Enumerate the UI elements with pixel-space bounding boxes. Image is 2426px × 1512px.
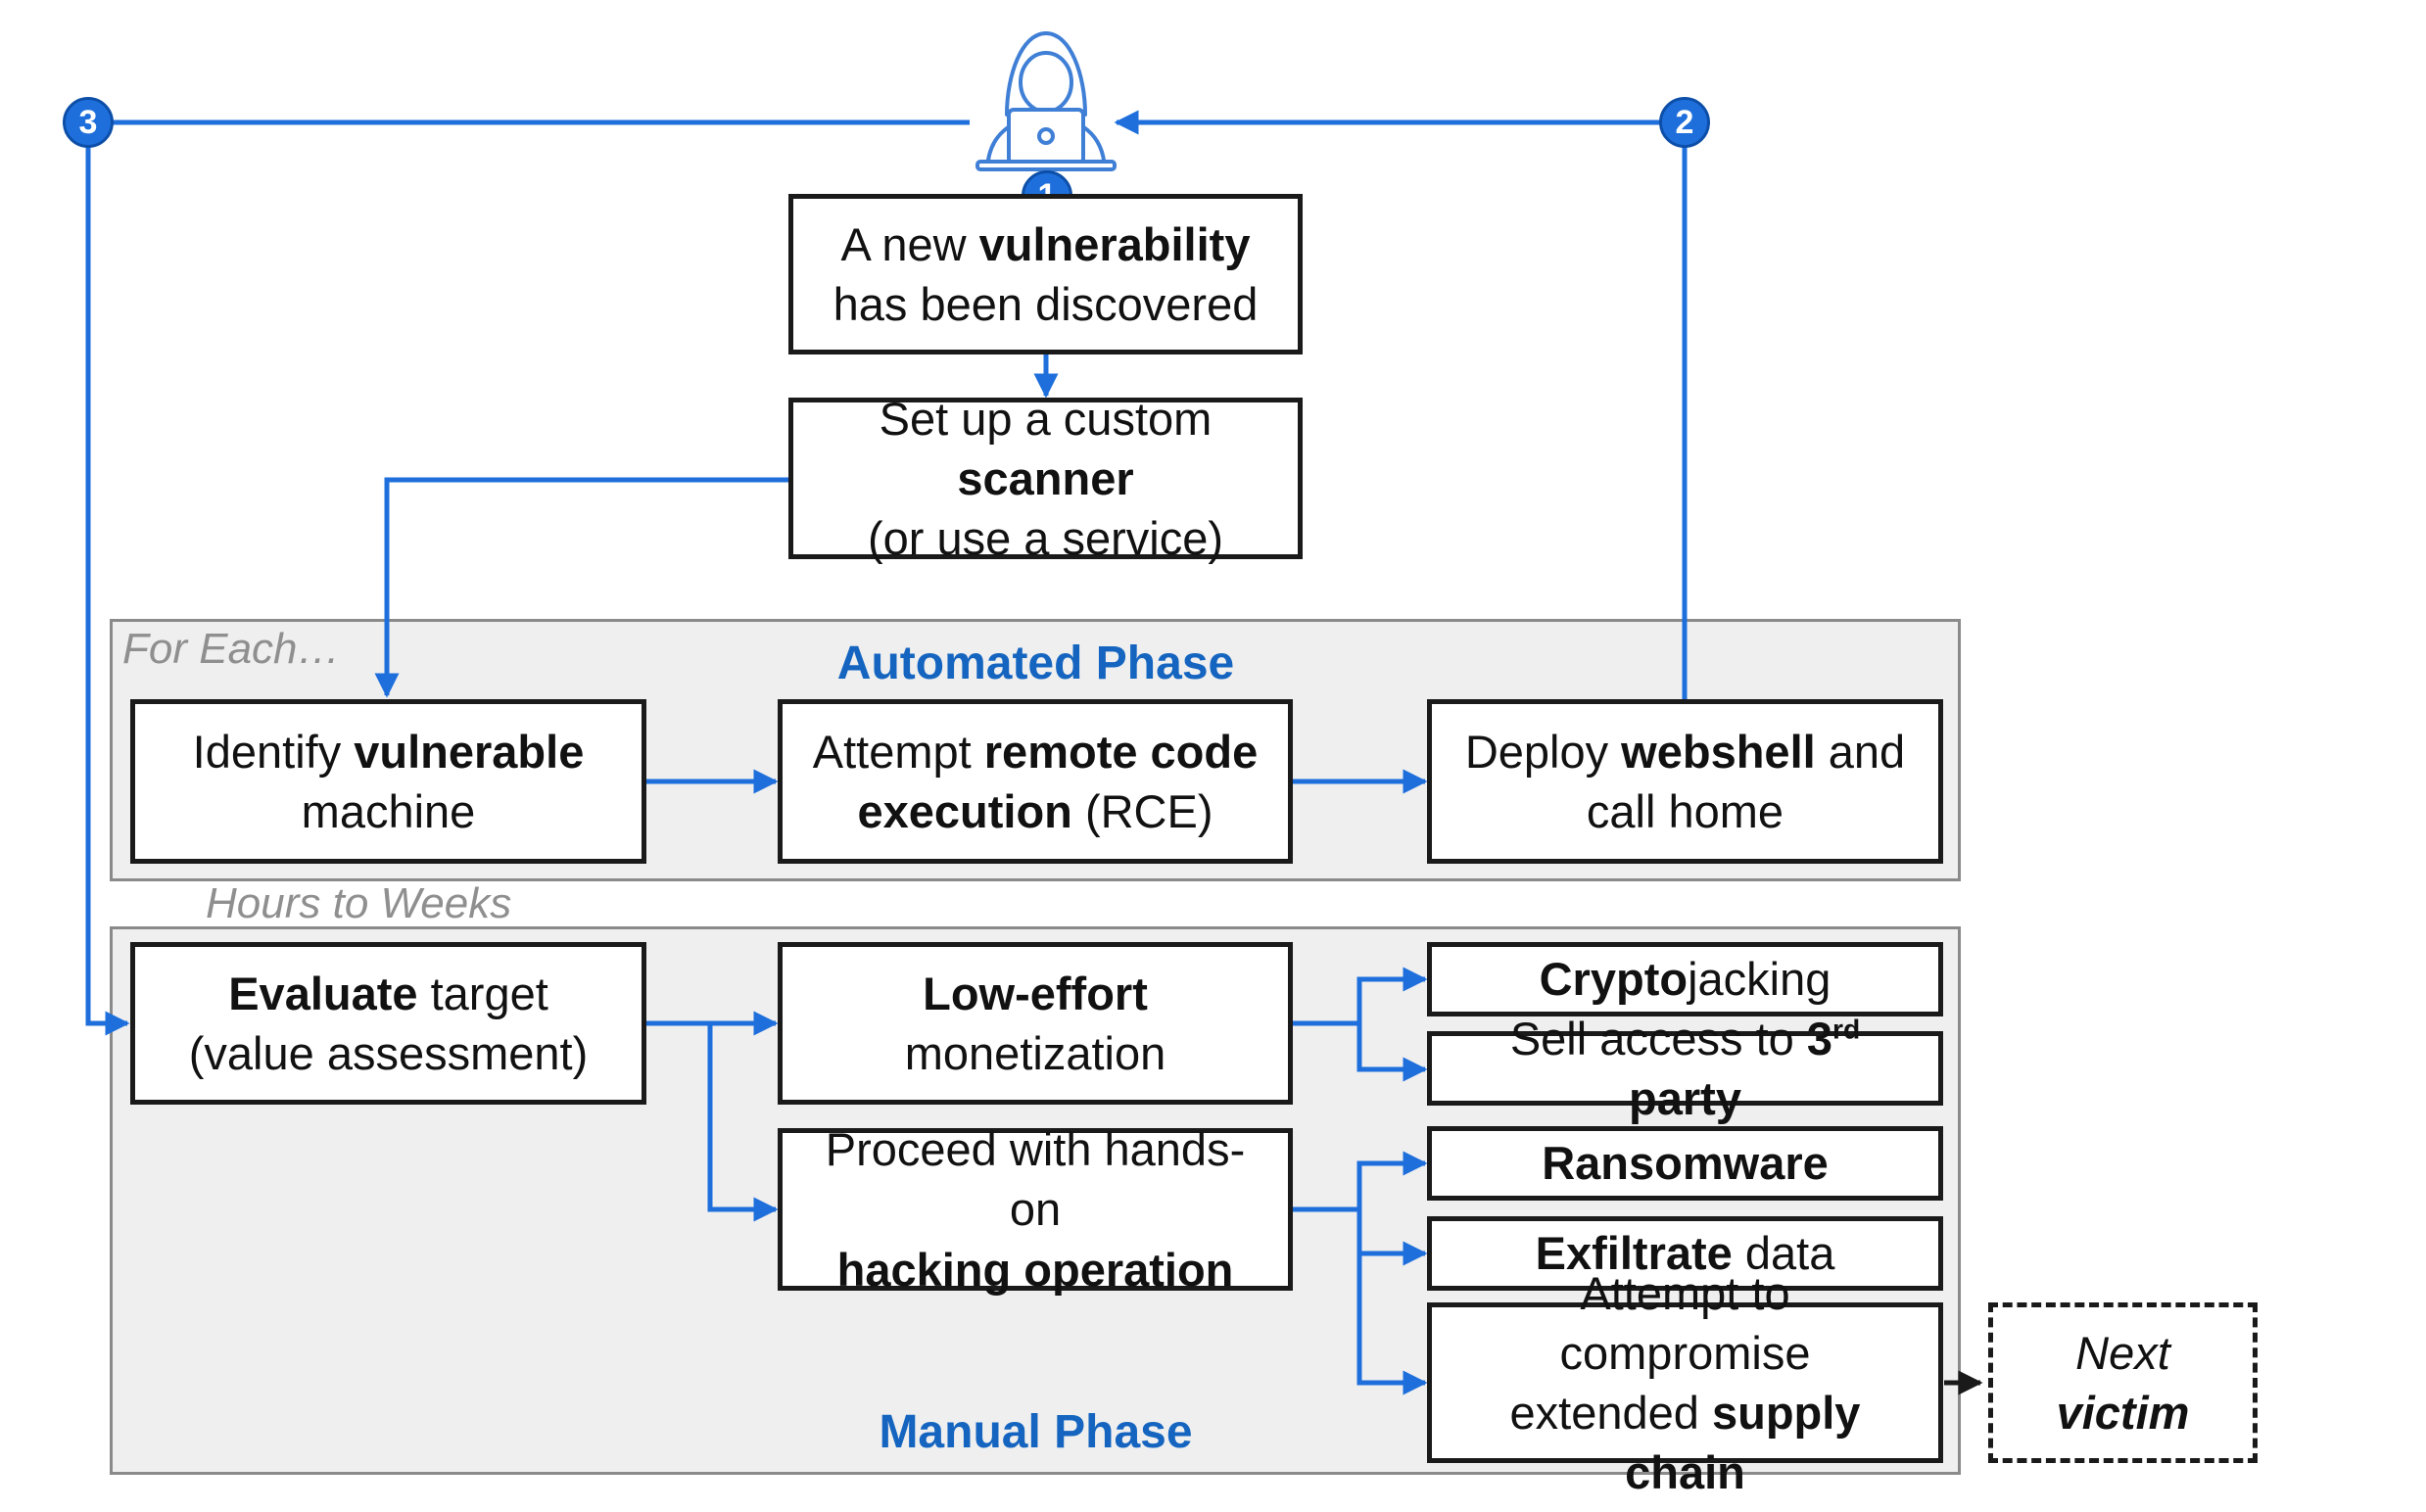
- discovered-pre: A new: [840, 217, 979, 270]
- scanner-post: (or use a service): [867, 512, 1224, 565]
- manual-phase-title: Manual Phase: [879, 1406, 1193, 1458]
- supply-chain-box: Attempt to compromise extended supply ch…: [1427, 1267, 1943, 1498]
- hacking-pre: Proceed with hands-on: [825, 1123, 1246, 1236]
- webshell-bold: webshell: [1621, 725, 1816, 778]
- scanner-pre: Set up a custom: [879, 392, 1213, 445]
- discovered-post: has been discovered: [832, 278, 1259, 330]
- for-each-label: For Each…: [122, 625, 341, 673]
- next-victim-box: Next victim: [1988, 1302, 2258, 1463]
- cryptojacking-bold: Crypto: [1539, 953, 1689, 1006]
- sell-access-box: Sell access to 3rd party: [1427, 1013, 1943, 1124]
- webshell-pre: Deploy: [1464, 725, 1622, 778]
- exfiltrate-post: data: [1732, 1227, 1835, 1280]
- evaluate-target-box: Evaluate target (value assessment): [130, 942, 646, 1105]
- ransomware-box: Ransomware: [1427, 1126, 1943, 1201]
- cryptojacking-post: jacking: [1688, 953, 1831, 1006]
- hacking-bold: hacking operation: [836, 1243, 1234, 1296]
- discovered-bold: vulnerability: [978, 217, 1251, 270]
- loop-3-line: [85, 119, 970, 1036]
- to-supply-chain-arrow: [1356, 1209, 1428, 1395]
- sell-sup: rd: [1831, 1013, 1861, 1045]
- next-bold: victim: [2056, 1387, 2190, 1439]
- evaluate-bold: Evaluate: [228, 967, 418, 1019]
- to-sell-access-arrow: [1356, 1023, 1428, 1082]
- rce-pre: Attempt: [812, 725, 984, 778]
- identify-bold: vulnerable: [354, 725, 585, 778]
- to-exfiltrate-arrow: [1356, 1209, 1428, 1266]
- sell-pre: Sell access to: [1509, 1012, 1807, 1064]
- sell-bold: 3: [1806, 1012, 1832, 1064]
- hands-on-hacking-box: Proceed with hands-on hacking operation: [778, 1123, 1293, 1296]
- identify-vulnerable-box: Identify vulnerable machine: [130, 699, 646, 864]
- webshell-post: and call home: [1586, 725, 1906, 837]
- automated-phase-title: Automated Phase: [836, 638, 1235, 689]
- monetization-bold: Low-effort: [923, 967, 1148, 1019]
- next-pre: Next: [2075, 1326, 2170, 1379]
- identify-post: machine: [301, 785, 476, 837]
- evaluate-post: target: [417, 967, 548, 1019]
- identify-pre: Identify: [192, 725, 355, 778]
- rce-post: (RCE): [1071, 785, 1213, 837]
- remote-code-execution-box: Attempt remote code execution (RCE): [778, 699, 1293, 864]
- monetization-post: monetization: [904, 1027, 1166, 1079]
- step-3-badge: 3: [63, 97, 114, 148]
- hooded-hacker-laptop-icon: [975, 31, 1117, 171]
- supply-pre: Attempt to compromise: [1559, 1266, 1811, 1379]
- sell-post: party: [1629, 1072, 1741, 1124]
- step-2-badge: 2: [1659, 97, 1710, 148]
- supply-bold: supply chain: [1625, 1387, 1861, 1499]
- scanner-to-identify-arrow: [374, 477, 788, 698]
- deploy-webshell-box: Deploy webshell and call home: [1427, 699, 1943, 864]
- supply-pre2: extended: [1509, 1387, 1712, 1439]
- vulnerability-discovered-box: A new vulnerability has been discovered: [788, 194, 1303, 354]
- exfiltrate-data-box: Exfiltrate data: [1427, 1216, 1943, 1291]
- scanner-bold: scanner: [957, 451, 1134, 504]
- evaluate-to-hacking-arrow: [707, 1023, 779, 1222]
- ransomware-bold: Ransomware: [1542, 1137, 1829, 1190]
- evaluate-line2: (value assessment): [188, 1027, 589, 1079]
- custom-scanner-box: Set up a custom scanner (or use a servic…: [788, 393, 1303, 564]
- rce-bold: remote code execution: [857, 725, 1259, 837]
- to-ransomware-arrow: [1356, 1151, 1428, 1209]
- hours-to-weeks-label: Hours to Weeks: [206, 879, 512, 927]
- cryptojacking-box: Cryptojacking: [1427, 942, 1943, 1016]
- low-effort-monetization-box: Low-effort monetization: [778, 942, 1293, 1105]
- exfiltrate-bold: Exfiltrate: [1535, 1227, 1733, 1280]
- to-cryptojacking-arrow: [1356, 967, 1428, 1023]
